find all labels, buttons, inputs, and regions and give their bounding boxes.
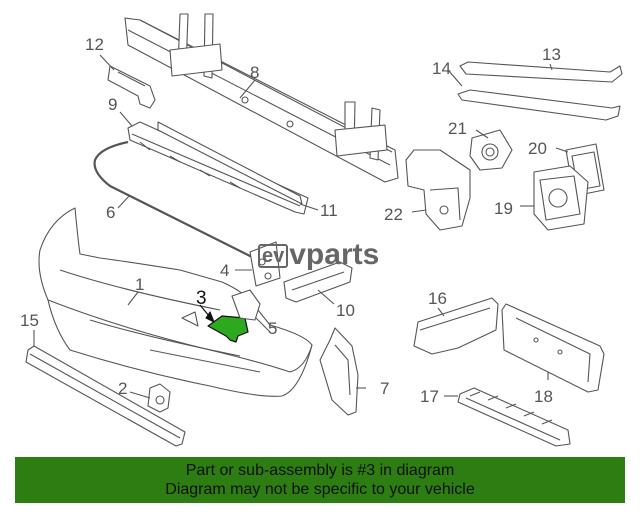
part-2-clip (147, 383, 171, 413)
part-3-highlighted (199, 304, 249, 343)
callout-4: 4 (220, 261, 230, 280)
callout-11: 11 (320, 201, 338, 220)
part-17-grille (457, 387, 571, 447)
logo-text: vparts (289, 238, 380, 271)
callout-20: 20 (528, 139, 547, 158)
callout-9: 9 (108, 95, 118, 114)
callout-19: 19 (494, 199, 513, 218)
callout-14: 14 (432, 59, 451, 78)
callout-17: 17 (420, 387, 439, 406)
callout-22: 22 (384, 205, 403, 224)
banner-line-1: Part or sub-assembly is #3 in diagram (185, 462, 455, 479)
part-11-strip (157, 121, 303, 205)
callout-3: 3 (196, 288, 207, 309)
ev-logo-icon: ev (258, 244, 289, 268)
part-21-camera (469, 129, 513, 171)
part-16-absorber (413, 297, 499, 355)
callout-10: 10 (336, 301, 355, 320)
callout-16: 16 (428, 289, 447, 308)
callout-18: 18 (534, 387, 553, 406)
leader-lines (33, 54, 569, 399)
part-22-bracket (405, 149, 471, 231)
parts-diagram (25, 13, 623, 447)
part-14-trim (457, 89, 621, 121)
callout-21: 21 (448, 119, 467, 138)
part-10-beam (283, 261, 353, 303)
banner-line-2: Diagram may not be specific to your vehi… (165, 481, 475, 498)
part-9-absorber (127, 121, 309, 215)
callout-7: 7 (380, 379, 390, 398)
part-7-bracket (319, 327, 359, 416)
callout-1: 1 (135, 275, 145, 294)
callout-5: 5 (268, 319, 278, 338)
part-8-reinforcement-beam (124, 13, 399, 183)
part-18-plate (501, 303, 605, 393)
callout-8: 8 (250, 63, 260, 82)
part-13-trim (459, 61, 623, 83)
callout-6: 6 (106, 203, 116, 222)
part-1-bumper-cover (38, 207, 313, 397)
callout-2: 2 (118, 379, 128, 398)
part-19-sensor (533, 165, 589, 231)
part-6-seal (93, 140, 263, 263)
callout-12: 12 (85, 35, 104, 54)
callout-15: 15 (20, 311, 39, 330)
part-12-bracket (107, 65, 156, 109)
info-banner: Part or sub-assembly is #3 in diagram Di… (15, 457, 625, 503)
callout-13: 13 (542, 45, 561, 64)
part-5-bracket (231, 289, 261, 321)
